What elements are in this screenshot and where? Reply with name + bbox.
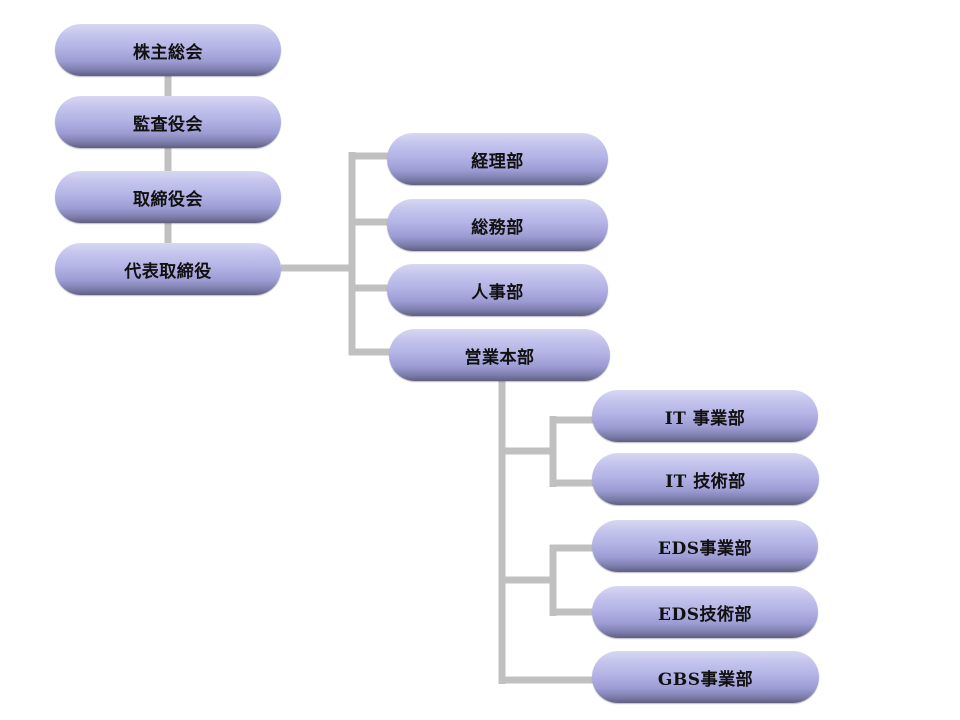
node-label: 取締役会 <box>133 189 203 210</box>
node-it-business-division: IT 事業部 <box>592 390 818 442</box>
node-board-of-auditors: 監査役会 <box>55 96 281 148</box>
node-gbs-business-division: GBS事業部 <box>592 651 819 703</box>
node-label: 営業本部 <box>464 347 535 368</box>
node-representative-director: 代表取締役 <box>55 243 281 295</box>
node-label: 代表取締役 <box>124 261 212 282</box>
node-label: GBS事業部 <box>657 669 754 690</box>
node-label: 経理部 <box>471 151 524 172</box>
node-eds-business-division: EDS事業部 <box>592 520 818 572</box>
node-label: IT 技術部 <box>665 471 746 492</box>
node-accounting-dept: 経理部 <box>387 133 608 185</box>
node-label: IT 事業部 <box>664 408 746 429</box>
node-general-affairs-dept: 総務部 <box>387 199 608 251</box>
node-sales-headquarters: 営業本部 <box>389 329 610 381</box>
node-eds-technology-division: EDS技術部 <box>592 586 818 638</box>
node-it-technology-division: IT 技術部 <box>592 453 819 505</box>
node-label: 人事部 <box>471 282 524 303</box>
node-human-resources-dept: 人事部 <box>387 264 608 316</box>
node-label: 総務部 <box>471 217 524 238</box>
node-label: EDS技術部 <box>658 604 752 625</box>
node-shareholders-meeting: 株主総会 <box>55 24 281 76</box>
node-label: EDS事業部 <box>658 538 752 559</box>
node-label: 監査役会 <box>133 114 203 135</box>
node-label: 株主総会 <box>133 42 203 63</box>
node-board-of-directors: 取締役会 <box>55 171 281 223</box>
